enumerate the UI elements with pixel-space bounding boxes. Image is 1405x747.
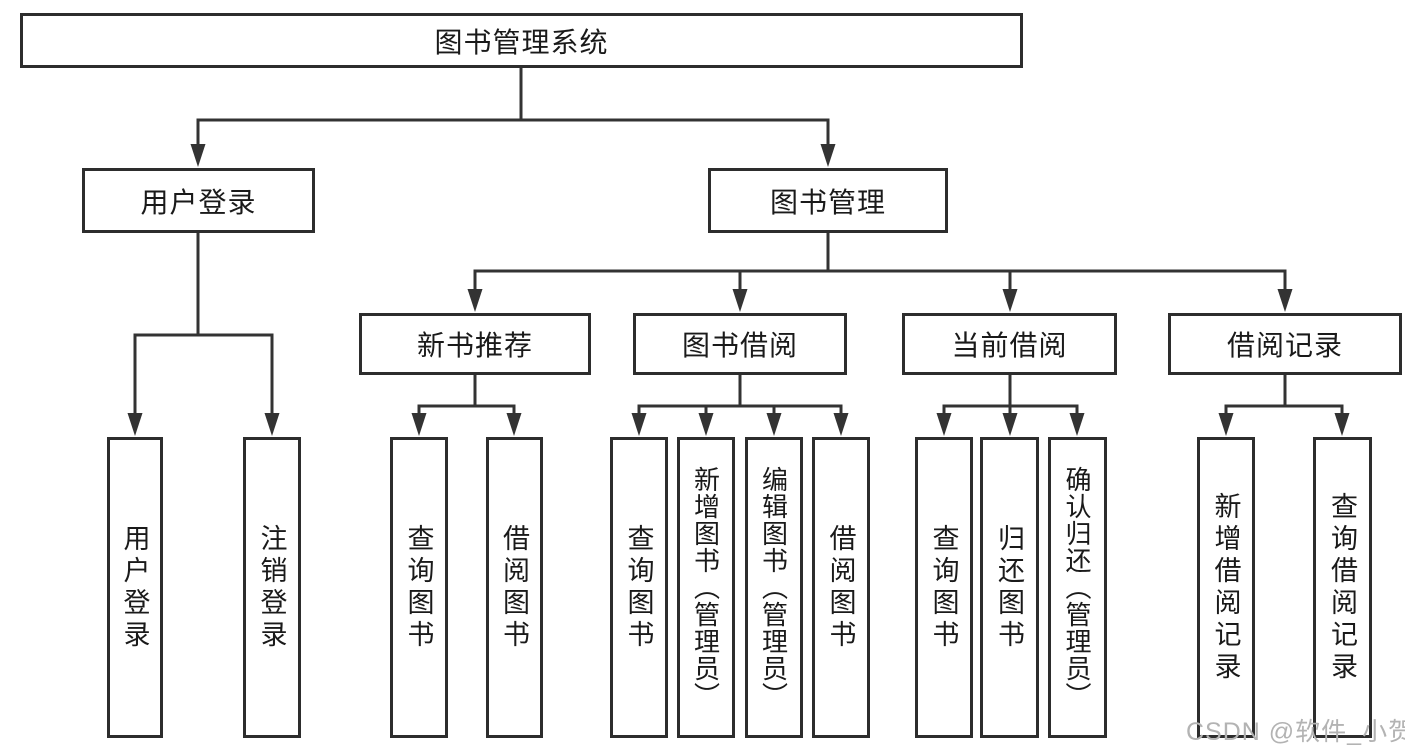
leaf-borrow-books: 借阅图书 xyxy=(812,437,870,738)
csdn-watermark: CSDN @软件_小贺同学 xyxy=(1186,718,1405,746)
leaf-query-books: 查询图书 xyxy=(915,437,973,738)
node-book-management: 图书管理 xyxy=(708,168,948,233)
leaf-add-books-admin: 新增图书（管理员） xyxy=(677,437,735,738)
leaf-query-books: 查询图书 xyxy=(610,437,668,738)
leaf-query-borrow-record: 查询借阅记录 xyxy=(1313,437,1372,738)
node-library-management-system: 图书管理系统 xyxy=(20,13,1023,68)
node-new-book-recommend: 新书推荐 xyxy=(359,313,591,375)
leaf-borrow-books: 借阅图书 xyxy=(486,437,543,738)
node-book-borrow: 图书借阅 xyxy=(633,313,847,375)
node-current-borrow: 当前借阅 xyxy=(902,313,1117,375)
leaf-query-books: 查询图书 xyxy=(390,437,448,738)
leaf-logout: 注销登录 xyxy=(243,437,301,738)
leaf-edit-books-admin: 编辑图书（管理员） xyxy=(745,437,803,738)
leaf-add-borrow-record: 新增借阅记录 xyxy=(1197,437,1255,738)
node-borrow-records: 借阅记录 xyxy=(1168,313,1402,375)
leaf-user-login: 用户登录 xyxy=(107,437,163,738)
node-user-login: 用户登录 xyxy=(82,168,315,233)
leaf-confirm-return-admin: 确认归还（管理员） xyxy=(1048,437,1107,738)
leaf-return-books: 归还图书 xyxy=(980,437,1039,738)
